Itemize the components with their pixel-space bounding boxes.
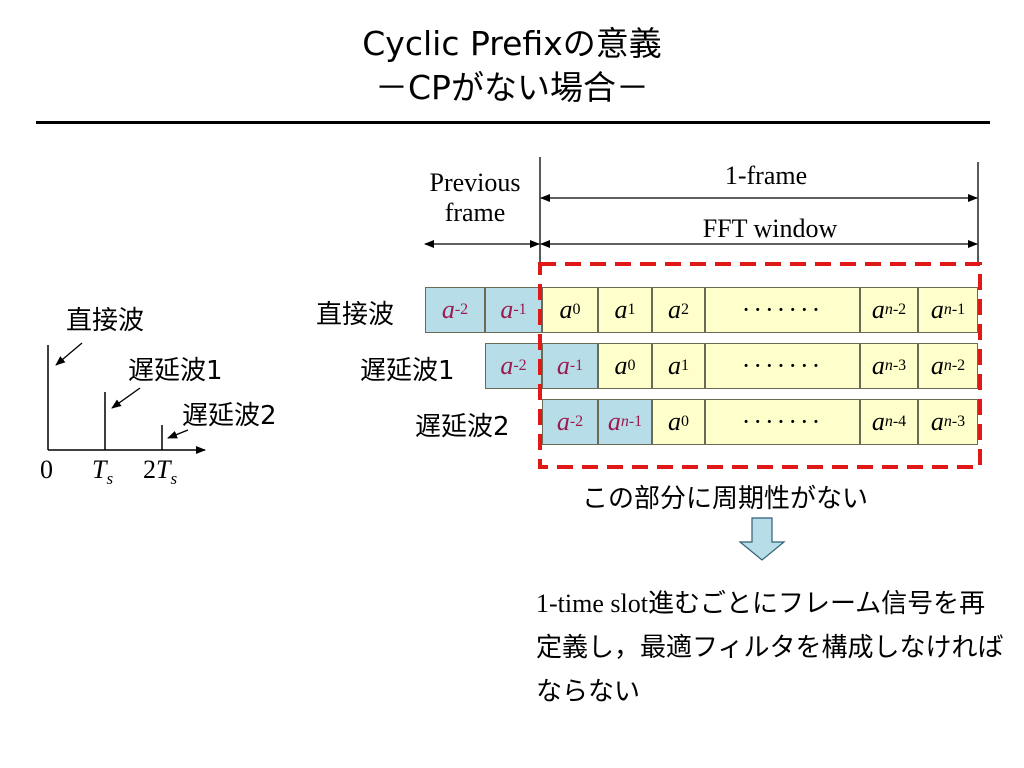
label-direct-wave: 直接波 xyxy=(66,306,145,336)
symbol-cell: ······· xyxy=(705,399,860,445)
label-delayed-wave-1: 遅延波1 xyxy=(128,356,223,386)
pointer-delay1 xyxy=(111,387,141,409)
pointer-direct xyxy=(55,342,83,366)
tick-zero: 0 xyxy=(40,455,53,484)
note-text: 進むごとにフレーム信号を再定義し，最適フィルタを構成しなければならない xyxy=(536,589,1004,707)
symbol-cell: a-1 xyxy=(485,287,542,333)
slide-subtitle: －CPがない場合－ xyxy=(375,68,649,107)
tick-2ts: 2Ts xyxy=(143,455,178,489)
symbol-cell: a-2 xyxy=(425,287,485,333)
title-underline xyxy=(36,121,990,124)
symbol-cell: a-1 xyxy=(542,343,598,389)
pointer-delay2 xyxy=(167,429,189,439)
row-label-direct: 直接波 xyxy=(316,300,395,330)
symbol-cell: a-2 xyxy=(485,343,542,389)
no-periodicity-caption: この部分に周期性がない xyxy=(582,484,869,514)
fft-window-label: FFT window xyxy=(702,214,838,243)
one-frame-label: 1-frame xyxy=(724,161,808,190)
tick-ts: Ts xyxy=(92,455,114,489)
row-label-delay2: 遅延波2 xyxy=(415,412,510,442)
symbol-cell: ······· xyxy=(705,343,860,389)
slide-title: Cyclic Prefixの意義 xyxy=(362,24,662,63)
label-delayed-wave-2: 遅延波2 xyxy=(182,401,277,431)
down-arrow-icon xyxy=(738,517,786,561)
note-prefix: 1-time slot xyxy=(536,589,648,618)
explanation-note: 1-time slot進むごとにフレーム信号を再定義し，最適フィルタを構成しなけ… xyxy=(536,582,1006,714)
symbol-cell: a-2 xyxy=(542,399,598,445)
row-label-delay1: 遅延波1 xyxy=(360,356,455,386)
symbol-cell: ······· xyxy=(705,287,860,333)
